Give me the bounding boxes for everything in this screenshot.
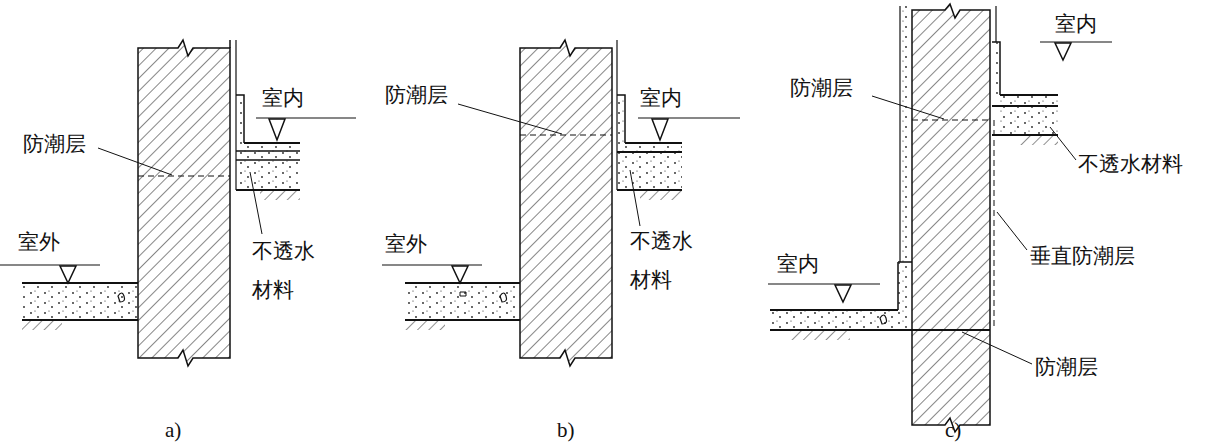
level-label: 室外 [18, 230, 60, 255]
level-label: 室内 [777, 252, 819, 277]
part-label: 防潮层 [1035, 355, 1098, 380]
part-label: 不透水 材料 [630, 222, 699, 300]
level-label: 室内 [640, 86, 682, 111]
part-label: 垂直防潮层 [1030, 244, 1135, 269]
part-label: 防潮层 [23, 132, 86, 157]
level-label: 室内 [262, 86, 304, 111]
part-label: 防潮层 [385, 83, 448, 108]
figure-caption: c) [945, 418, 961, 443]
part-label: 不透水 材料 [252, 232, 321, 310]
part-label: 不透水材料 [1078, 152, 1183, 177]
level-label: 室内 [1055, 12, 1097, 37]
level-label: 室外 [385, 232, 427, 257]
part-label: 防潮层 [790, 76, 853, 101]
figure-caption: b) [557, 418, 575, 443]
figure-caption: a) [165, 418, 181, 443]
